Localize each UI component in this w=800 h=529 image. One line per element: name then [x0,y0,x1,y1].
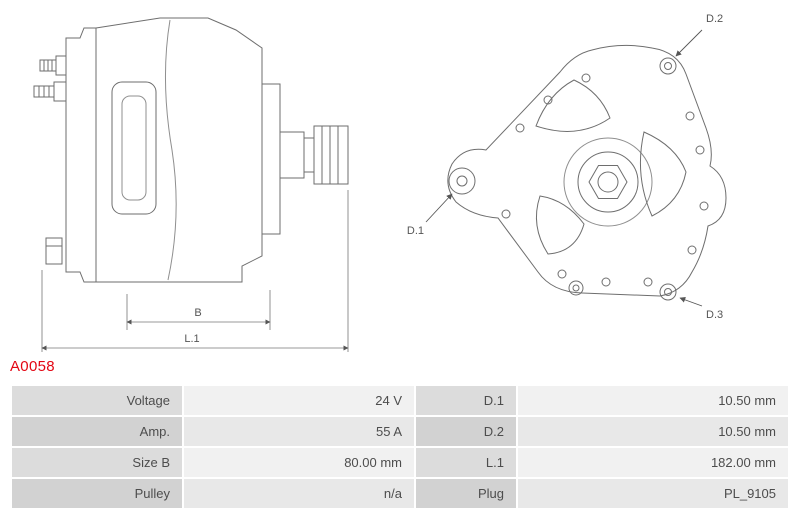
spec-label: Plug [416,479,516,508]
spec-value: 10.50 mm [518,417,788,446]
shaft [279,131,305,179]
bolt-holes [501,73,709,287]
dimension-lines [41,190,349,352]
alternator-drawing: B L.1 [33,13,727,352]
spec-label: D.2 [416,417,516,446]
alternator-side-view: B L.1 [33,17,349,352]
dim-d1-label: D.1 [407,225,424,237]
spec-row-voltage: Voltage 24 V D.1 10.50 mm [12,386,788,415]
spec-value: 80.00 mm [184,448,414,477]
dim-d3-label: D.3 [706,309,723,321]
callout-arrows [425,29,703,307]
spec-row-size-b: Size B 80.00 mm L.1 182.00 mm [12,448,788,477]
shaft-spline [313,125,349,185]
spec-label: Voltage [12,386,182,415]
spec-table: Voltage 24 V D.1 10.50 mm Amp. 55 A D.2 … [10,384,790,510]
alternator-front-view: D.2 D.1 D.3 [407,13,727,321]
dim-d2-label: D.2 [706,13,723,25]
spec-label: L.1 [416,448,516,477]
hub [563,137,653,227]
spec-label: Size B [12,448,182,477]
spec-value: 182.00 mm [518,448,788,477]
part-number: A0058 [10,358,55,375]
spec-label: D.1 [416,386,516,415]
front-plate [261,83,281,235]
spec-value: 24 V [184,386,414,415]
body-outline [95,17,263,283]
terminal-studs [33,55,67,265]
spec-row-amp: Amp. 55 A D.2 10.50 mm [12,417,788,446]
spec-label: Amp. [12,417,182,446]
spec-label: Pulley [12,479,182,508]
technical-diagram-area: B L.1 [33,13,727,352]
bracket-outline [447,44,727,297]
spec-value: PL_9105 [518,479,788,508]
vent-cutouts [535,79,687,255]
dim-l1-label: L.1 [184,333,199,345]
spec-value: 10.50 mm [518,386,788,415]
rear-housing [65,27,97,283]
mounting-holes [448,57,677,301]
dim-b-label: B [194,307,201,319]
spec-value: 55 A [184,417,414,446]
spec-value: n/a [184,479,414,508]
spec-row-pulley: Pulley n/a Plug PL_9105 [12,479,788,508]
